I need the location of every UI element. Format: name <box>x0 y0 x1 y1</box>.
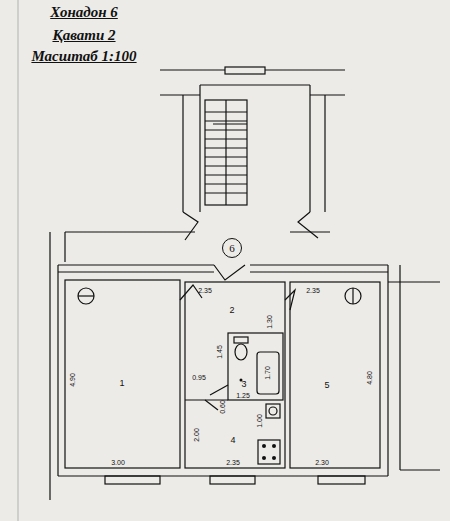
dimension: 1.30 <box>266 315 274 329</box>
stair-step <box>205 175 247 176</box>
stair-step <box>205 148 247 149</box>
stair-step <box>205 121 247 122</box>
dimension: 3.00 <box>111 459 125 467</box>
scale-label: Масштаб 1:100 <box>31 48 136 65</box>
entrance-number: 6 <box>229 242 235 254</box>
room-number: 1 <box>119 378 124 388</box>
floor-label: Қавати 2 <box>52 27 115 44</box>
room-number: 3 <box>241 379 246 389</box>
stair-step <box>205 139 247 140</box>
dimension: 1.70 <box>264 366 272 380</box>
stair-step <box>205 157 247 158</box>
stair-step <box>205 112 247 113</box>
dimension: 1.00 <box>256 414 264 428</box>
dimension: 4.90 <box>69 373 77 387</box>
stair-step <box>205 184 247 185</box>
dimension: 2.35 <box>306 287 320 295</box>
stair-step <box>205 193 247 194</box>
room-number: 2 <box>229 305 234 315</box>
room-number: 4 <box>230 435 235 445</box>
dimension: 1.25 <box>236 392 250 400</box>
dimension: 4.80 <box>366 371 374 385</box>
dimension: 2.35 <box>226 459 240 467</box>
dimension: 1.45 <box>216 345 224 359</box>
entrance-number-circle: 6 <box>222 238 242 258</box>
dimension: 0.95 <box>192 374 206 382</box>
stair-step <box>205 130 247 131</box>
room-number: 5 <box>324 380 329 390</box>
stair-step <box>205 166 247 167</box>
dimension: 2.35 <box>198 287 212 295</box>
dimension: 0.60 <box>219 400 227 414</box>
dimension: 2.30 <box>315 459 329 467</box>
dimension: 2.00 <box>193 428 201 442</box>
plan-title: Хонадон 6 <box>50 4 118 21</box>
